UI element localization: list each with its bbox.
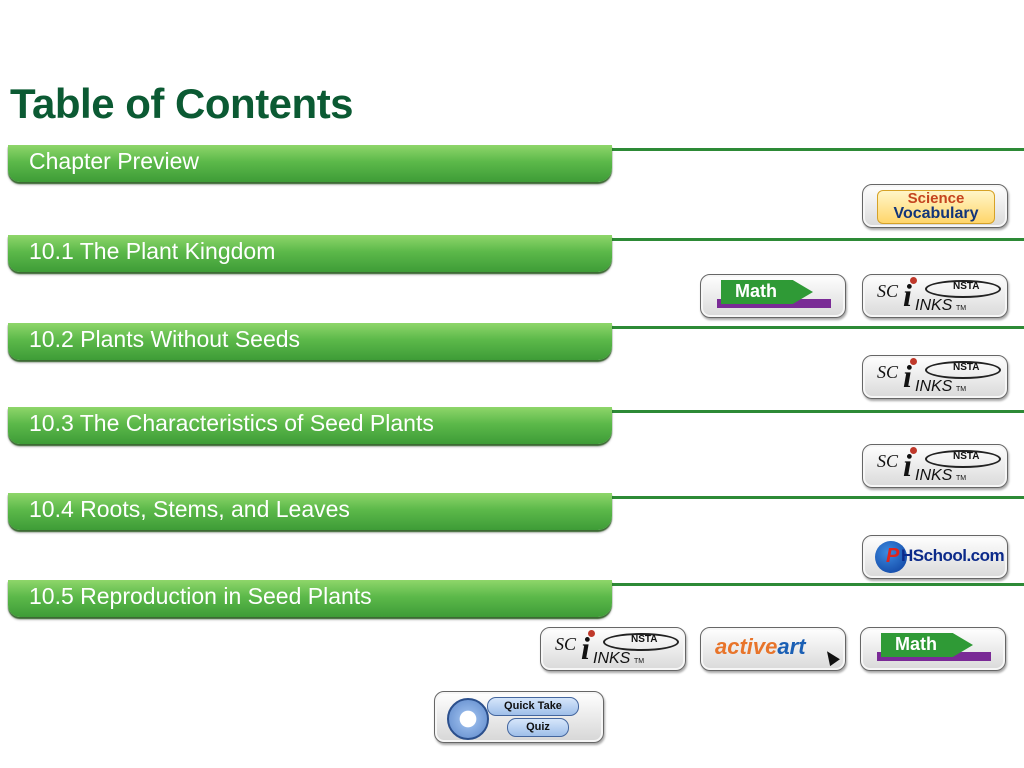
section-link-10-3[interactable]: 10.3 The Characteristics of Seed Plants [8,407,612,444]
section-10-1: 10.1 The Plant Kingdom [0,235,1024,277]
phschool-label: HSchool.com [901,546,1005,565]
scilinks-nsta: NSTA [631,634,658,645]
section-label: 10.5 Reproduction in Seed Plants [29,583,372,609]
section-label: 10.4 Roots, Stems, and Leaves [29,496,350,522]
section-divider-line [600,496,1024,499]
section-link-10-1[interactable]: 10.1 The Plant Kingdom [8,235,612,272]
section-label: 10.3 The Characteristics of Seed Plants [29,410,434,436]
scilinks-i: i [903,358,912,394]
scilinks-sc: SC [877,451,899,471]
math-label: Math [735,281,777,301]
section-chapter-preview: Chapter Preview [0,145,1024,187]
scilinks-inks: INKS [915,467,953,484]
scilinks-tm: TM [956,386,967,393]
math-arrow-icon [881,633,973,657]
section-label: 10.2 Plants Without Seeds [29,326,301,352]
section-10-4: 10.4 Roots, Stems, and Leaves [0,493,1024,535]
section-label: Chapter Preview [29,148,200,174]
scilinks-button[interactable]: SC i NSTA INKS TM [862,444,1008,488]
section-link-10-2[interactable]: 10.2 Plants Without Seeds [8,323,612,360]
math-button[interactable]: Math [860,627,1006,671]
quiz-pill-bottom: Quiz [507,718,569,737]
scilinks-button[interactable]: SC i NSTA INKS TM [540,627,686,671]
scilinks-inks: INKS [915,297,953,314]
stopwatch-icon [447,698,489,740]
active-art-active: active [715,634,778,659]
section-label: 10.1 The Plant Kingdom [29,238,276,264]
section-link-10-4[interactable]: 10.4 Roots, Stems, and Leaves [8,493,612,530]
phschool-button[interactable]: P HSchool.com [862,535,1008,579]
scilinks-button[interactable]: SC i NSTA INKS TM [862,274,1008,318]
math-button[interactable]: Math [700,274,846,318]
scilinks-i: i [581,630,590,666]
scilinks-orbit-icon [925,361,1001,379]
active-art-logo: activeart [715,634,806,660]
scilinks-dot-icon [588,630,595,637]
globe-icon [875,541,907,573]
scilinks-inks: INKS [593,650,631,667]
scilinks-sc: SC [555,634,577,654]
scilinks-nsta: NSTA [953,451,980,462]
section-divider-line [600,238,1024,241]
section-10-2: 10.2 Plants Without Seeds [0,323,1024,365]
science-vocabulary-line1: Science [907,190,965,207]
cursor-icon [822,647,840,667]
science-vocabulary-button[interactable]: Science Vocabulary [862,184,1008,228]
scilinks-sc: SC [877,281,899,301]
math-arrow-icon [721,280,813,304]
section-10-5: 10.5 Reproduction in Seed Plants [0,580,1024,622]
active-art-button[interactable]: activeart [700,627,846,671]
section-link-chapter-preview[interactable]: Chapter Preview [8,145,612,182]
section-link-10-5[interactable]: 10.5 Reproduction in Seed Plants [8,580,612,617]
scilinks-sc: SC [877,362,899,382]
scilinks-orbit-icon [603,633,679,651]
scilinks-i: i [903,277,912,313]
section-divider-line [600,148,1024,151]
section-10-3: 10.3 The Characteristics of Seed Plants [0,407,1024,449]
scilinks-button[interactable]: SC i NSTA INKS TM [862,355,1008,399]
quick-take-quiz-button[interactable]: Quick Take Quiz [434,691,604,743]
section-divider-line [600,410,1024,413]
scilinks-orbit-icon [925,280,1001,298]
scilinks-dot-icon [910,358,917,365]
scilinks-orbit-icon [925,450,1001,468]
scilinks-tm: TM [956,305,967,312]
active-art-art: art [777,634,806,659]
scilinks-dot-icon [910,447,917,454]
phschool-p: P [886,545,900,567]
page-title: Table of Contents [10,80,354,127]
section-divider-line [600,326,1024,329]
scilinks-nsta: NSTA [953,362,980,373]
scilinks-i: i [903,447,912,483]
math-label: Math [895,634,937,654]
science-vocabulary-logo: Science Vocabulary [877,190,995,224]
scilinks-dot-icon [910,277,917,284]
scilinks-tm: TM [956,475,967,482]
section-divider-line [600,583,1024,586]
science-vocabulary-line2: Vocabulary [893,205,979,222]
scilinks-tm: TM [634,658,645,665]
quiz-pill-top: Quick Take [487,697,579,716]
scilinks-nsta: NSTA [953,281,980,292]
scilinks-inks: INKS [915,378,953,395]
